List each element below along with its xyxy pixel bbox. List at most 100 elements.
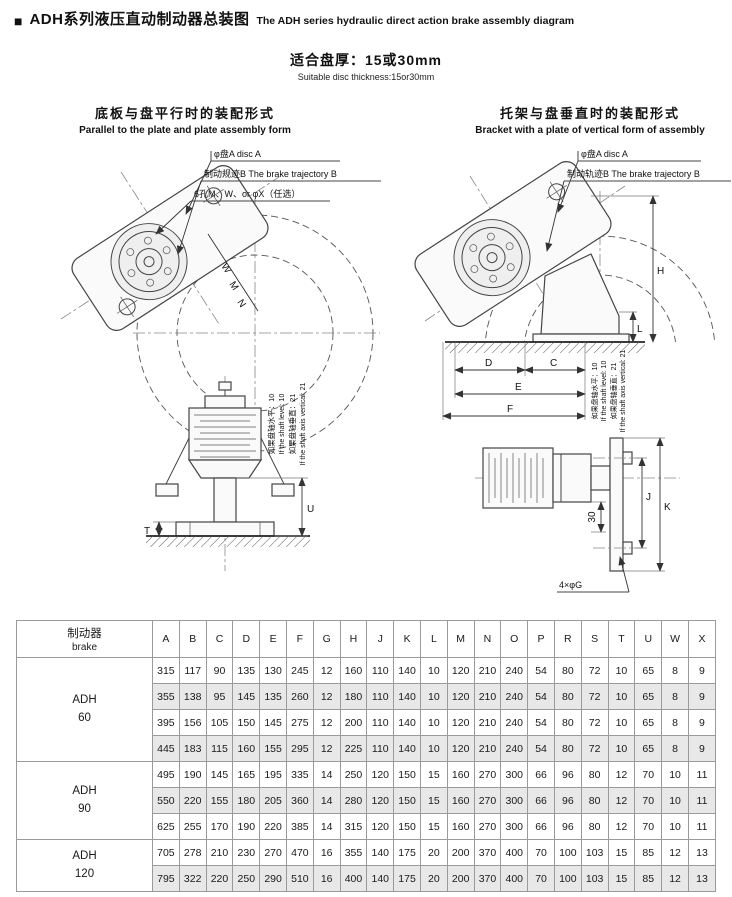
table-cell: 96 xyxy=(553,787,582,814)
table-cell: 120 xyxy=(446,709,475,736)
vertical-mounting-plate xyxy=(609,437,624,572)
table-cell: 66 xyxy=(527,761,555,788)
table-cell: 12 xyxy=(607,813,636,840)
column-header-J: J xyxy=(366,620,395,658)
table-cell: 103 xyxy=(580,839,609,866)
table-cell: 160 xyxy=(232,735,261,762)
table-cell: 625 xyxy=(152,813,180,840)
table-cell: 385 xyxy=(285,813,314,840)
table-cell: 165 xyxy=(232,761,261,788)
table-cell: 103 xyxy=(580,865,609,892)
table-cell: 395 xyxy=(152,709,180,736)
left-note-en-1: If the shaft level: 10 xyxy=(279,394,286,455)
table-cell: 150 xyxy=(393,761,421,788)
ground-hatch xyxy=(445,342,645,353)
table-cell: 155 xyxy=(205,787,234,814)
ground-hatch xyxy=(146,536,310,547)
dim-30: 30 xyxy=(587,511,598,523)
right-labels: φ盘A disc A 制动轨迹B The brake trajectory B xyxy=(545,148,731,252)
table-cell: 95 xyxy=(205,683,234,710)
table-cell: 15 xyxy=(607,865,636,892)
dim-l: L xyxy=(637,324,643,335)
left-holes-label: 6孔M、W、or φX（任选） xyxy=(194,188,300,199)
table-cell: 210 xyxy=(473,735,502,762)
table-cell: 13 xyxy=(687,839,717,866)
table-cell: 220 xyxy=(259,813,287,840)
table-cell: 15 xyxy=(419,761,448,788)
right-upper-view xyxy=(414,161,716,353)
table-cell: 54 xyxy=(527,709,555,736)
table-cell: 138 xyxy=(178,683,207,710)
table-cell: 250 xyxy=(339,761,368,788)
right-note-zh-1: 如果盘轴水平：10 xyxy=(590,363,599,420)
right-shaft-notes: 如果盘轴水平：10 If the shaft level: 10 如果盘轴垂直：… xyxy=(590,349,627,432)
right-trajectory-label: 制动轨迹B The brake trajectory B xyxy=(567,168,700,179)
table-cell: 70 xyxy=(527,839,555,866)
table-cell: 10 xyxy=(661,787,689,814)
left-note-zh-1: 如果盘轴水平：10 xyxy=(266,394,276,455)
table-cell: 9 xyxy=(687,657,717,684)
table-cell: 495 xyxy=(152,761,180,788)
table-cell: 150 xyxy=(393,813,421,840)
table-cell: 15 xyxy=(607,839,636,866)
right-heading-en: Bracket with a plate of vertical form of… xyxy=(475,125,705,136)
column-header-O: O xyxy=(500,620,529,658)
table-cell: 10 xyxy=(607,709,636,736)
column-header-X: X xyxy=(687,620,717,658)
table-cell: 160 xyxy=(446,761,475,788)
table-cell: 66 xyxy=(527,813,555,840)
table-cell: 16 xyxy=(312,839,341,866)
table-cell: 80 xyxy=(580,813,609,840)
table-cell: 210 xyxy=(473,657,502,684)
table-cell: 12 xyxy=(661,865,689,892)
dim-c: C xyxy=(550,358,557,369)
table-cell: 120 xyxy=(446,657,475,684)
table-cell: 10 xyxy=(419,709,448,736)
left-assembly-drawing: W M N φ盘A disc A 制动规迹B The brake traject… xyxy=(60,148,381,571)
table-cell: 183 xyxy=(178,735,207,762)
table-cell: 70 xyxy=(634,813,663,840)
table-cell: 96 xyxy=(553,813,582,840)
table-cell: 8 xyxy=(661,683,689,710)
table-cell: 65 xyxy=(634,683,663,710)
table-cell: 9 xyxy=(687,735,717,762)
table-cell: 160 xyxy=(446,787,475,814)
column-header-T: T xyxy=(607,620,636,658)
column-header-L: L xyxy=(419,620,448,658)
right-disc-label: φ盘A disc A xyxy=(581,148,628,159)
table-cell: 795 xyxy=(152,865,180,892)
right-dimensions-upper: H L D C E F xyxy=(442,195,664,420)
dim-t: T xyxy=(144,526,150,537)
column-header-A: A xyxy=(152,620,180,658)
dim-n: N xyxy=(234,298,247,310)
table-cell: 190 xyxy=(232,813,261,840)
table-cell: 105 xyxy=(205,709,234,736)
table-cell: 400 xyxy=(339,865,368,892)
table-cell: 200 xyxy=(446,865,475,892)
table-cell: 290 xyxy=(259,865,287,892)
table-cell: 54 xyxy=(527,683,555,710)
left-labels: φ盘A disc A 制动规迹B The brake trajectory B … xyxy=(155,148,381,255)
table-cell: 370 xyxy=(473,839,502,866)
table-cell: 135 xyxy=(232,657,261,684)
right-heading-zh: 托架与盘垂直时的装配形式 xyxy=(499,106,680,121)
table-cell: 200 xyxy=(446,839,475,866)
table-cell: 16 xyxy=(312,865,341,892)
column-header-B: B xyxy=(178,620,207,658)
table-cell: 70 xyxy=(527,865,555,892)
table-cell: 355 xyxy=(339,839,368,866)
table-cell: 12 xyxy=(312,709,341,736)
column-header-N: N xyxy=(473,620,502,658)
left-drawing-heading: 底板与盘平行时的装配形式 Parallel to the plate and p… xyxy=(40,103,330,136)
table-cell: 65 xyxy=(634,709,663,736)
table-cell: 11 xyxy=(687,761,717,788)
table-cell: 110 xyxy=(366,683,395,710)
table-cell: 140 xyxy=(366,865,395,892)
table-cell: 210 xyxy=(473,683,502,710)
